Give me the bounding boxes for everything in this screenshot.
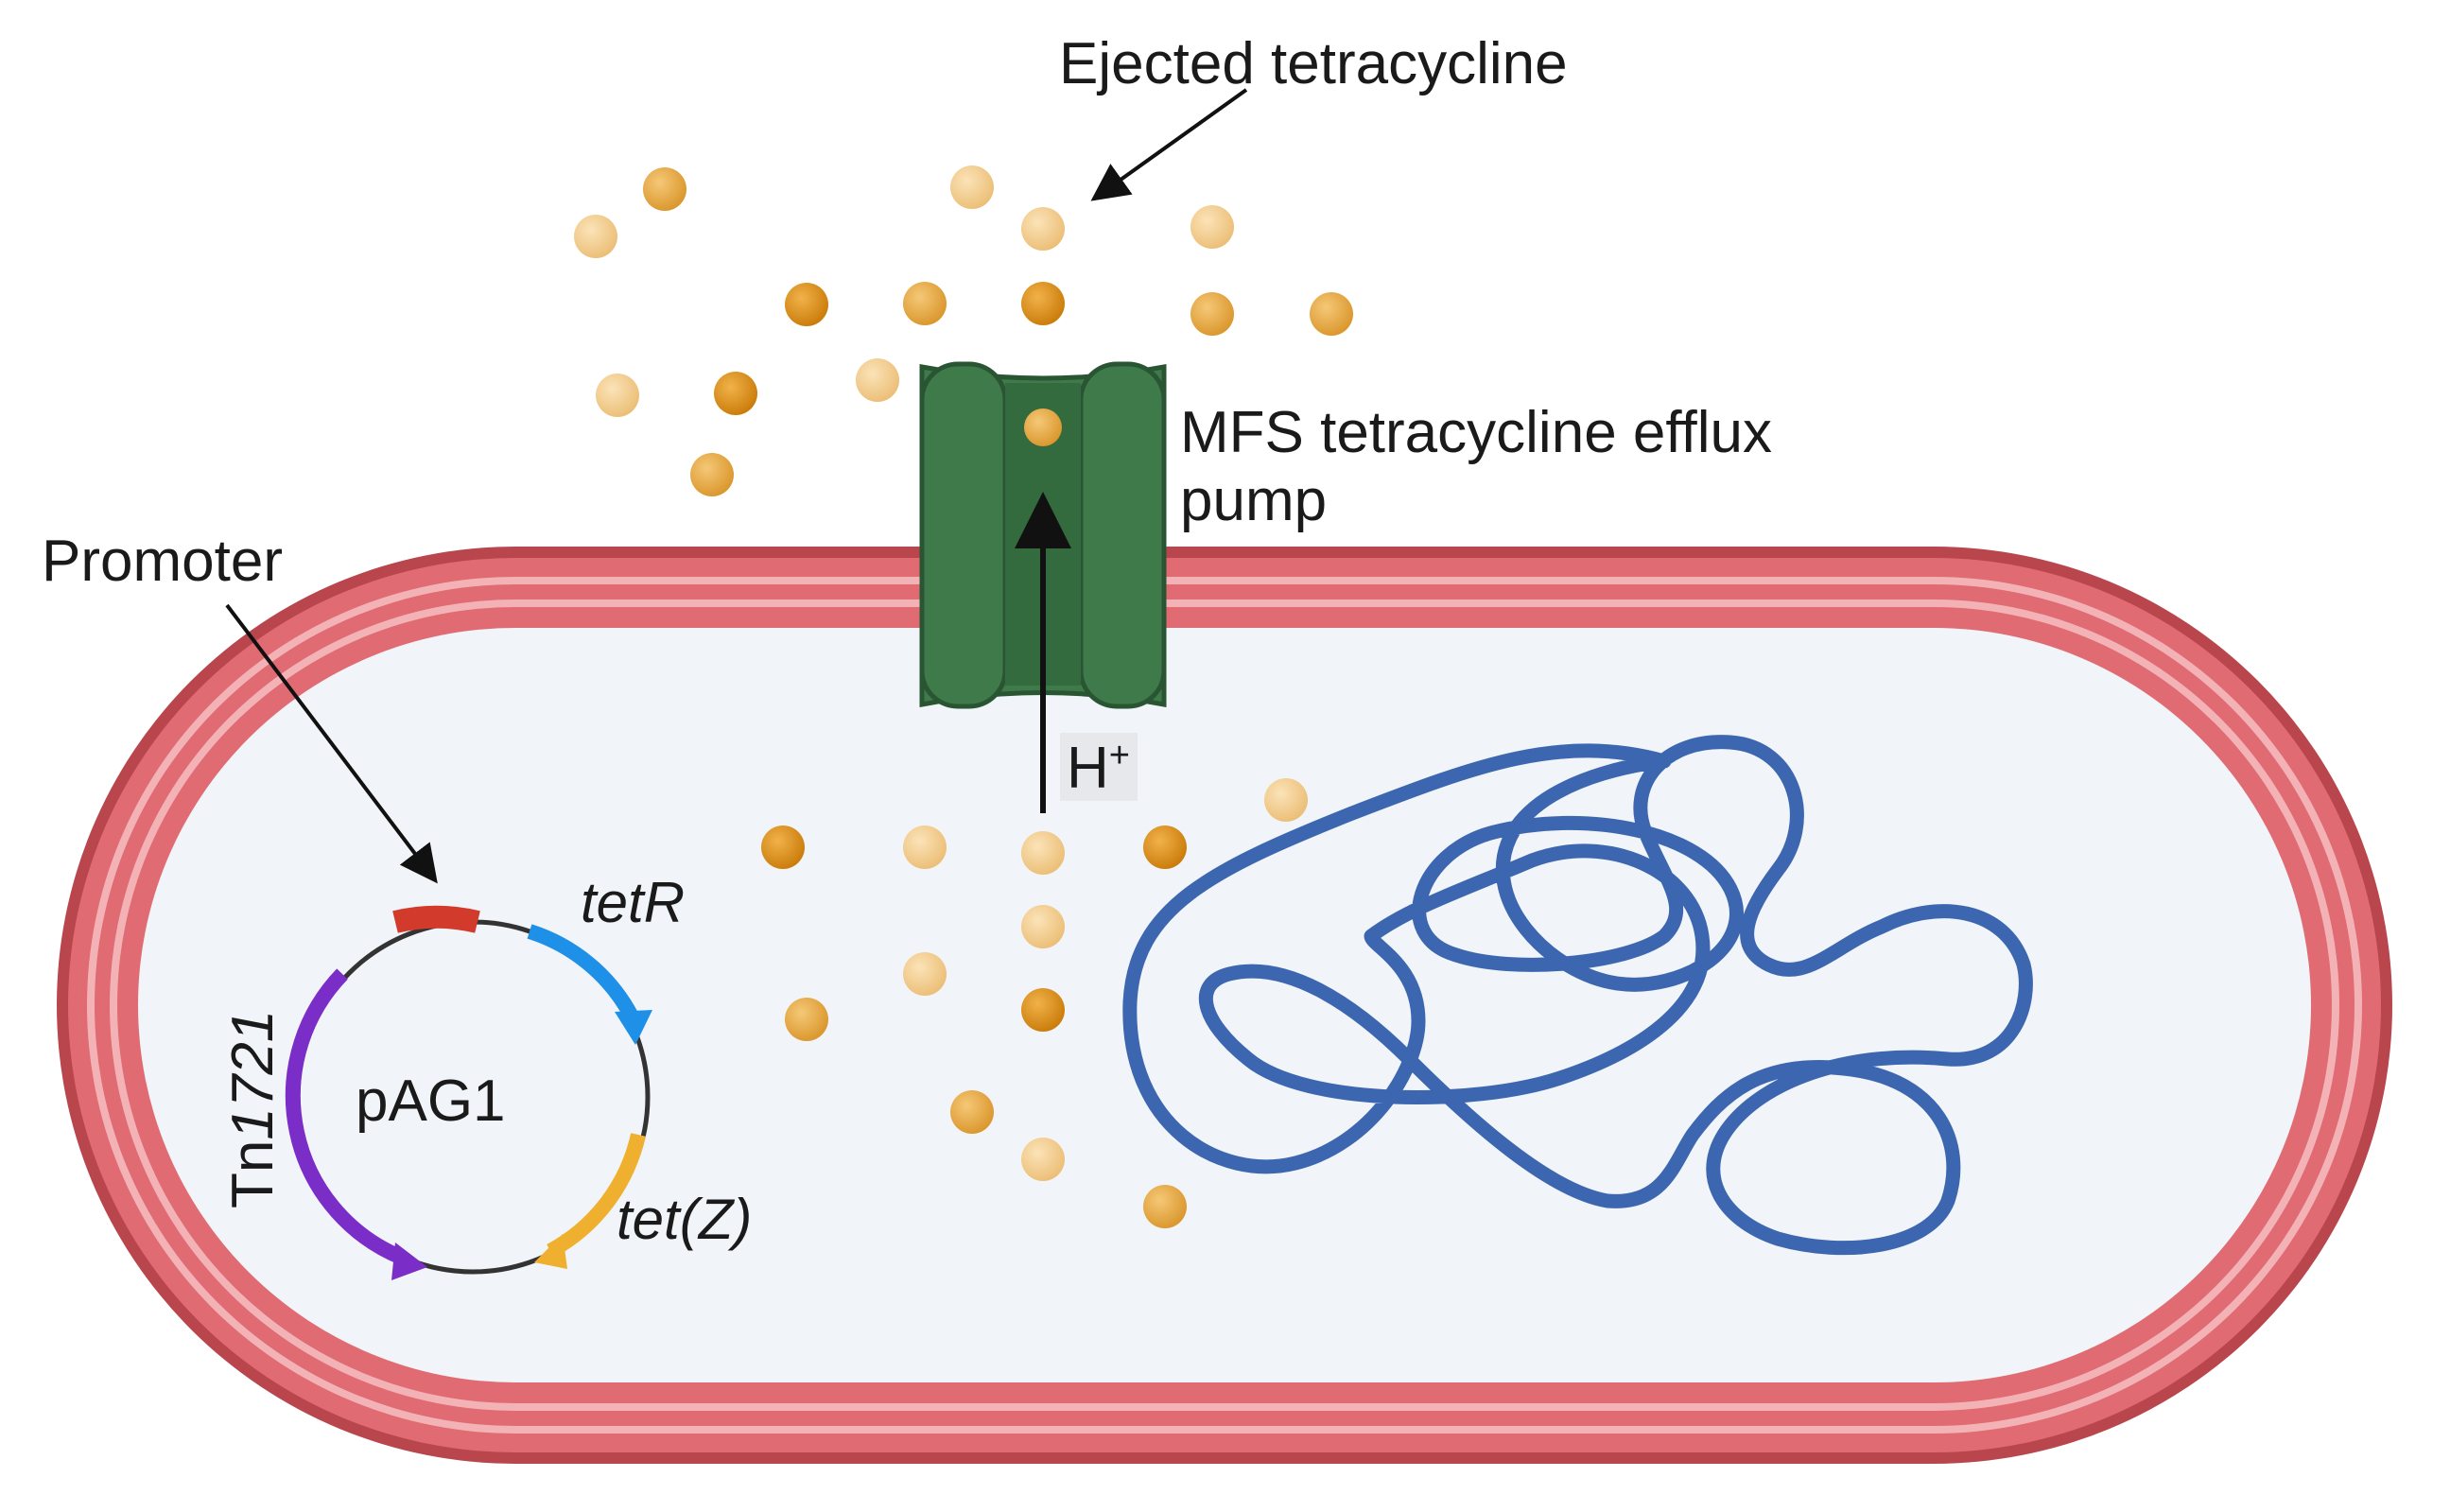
promoter-pointer-arrow xyxy=(225,603,438,884)
ejected-tetracycline-label: Ejected tetracycline xyxy=(1059,31,1568,96)
tetR-arrowhead xyxy=(615,1010,652,1045)
tetracycline-molecule xyxy=(1021,905,1065,948)
pump-right-subunit xyxy=(1078,361,1167,709)
proton-label: H+ xyxy=(1067,736,1130,801)
tetracycline-molecule xyxy=(1190,292,1234,336)
proton-label-box xyxy=(1060,733,1138,801)
cytoplasm xyxy=(138,628,2311,1382)
tetracycline-molecule xyxy=(1021,207,1065,251)
tetZ-gene xyxy=(547,1133,646,1259)
plasmid xyxy=(285,905,652,1280)
transposon-label: Tn1721 xyxy=(220,1010,286,1208)
pump-label-line2: pump xyxy=(1180,468,1327,533)
transposon-arrowhead xyxy=(391,1243,427,1280)
tetR-label: tetR xyxy=(581,871,685,934)
tetracycline-molecule xyxy=(1310,292,1353,336)
tetracycline-molecule xyxy=(785,283,828,326)
tetracycline-in-pump xyxy=(1024,408,1062,446)
ejected-pointer-arrow xyxy=(1090,88,1248,201)
tetracycline-molecule xyxy=(785,998,828,1041)
tetracycline-molecule xyxy=(690,453,734,496)
tetracycline-molecule xyxy=(761,826,805,869)
tetracycline-molecules xyxy=(574,165,1353,1228)
tetracycline-molecule xyxy=(950,165,994,209)
tetracycline-molecule xyxy=(950,1090,994,1134)
tetracycline-molecule xyxy=(856,358,899,402)
chromosome xyxy=(1122,735,2033,1256)
tetracycline-molecule xyxy=(903,282,947,325)
tetracycline-molecule xyxy=(1143,826,1187,869)
tetracycline-molecule xyxy=(1021,282,1065,325)
tetracycline-molecule xyxy=(1264,778,1308,822)
tetracycline-molecule xyxy=(903,826,947,869)
tetZ-label: tet(Z) xyxy=(617,1188,752,1251)
tetracycline-molecule xyxy=(714,372,757,415)
plasmid-name-label: pAG1 xyxy=(356,1069,506,1134)
cell-envelope xyxy=(57,547,2392,1464)
tetracycline-molecule xyxy=(596,374,639,417)
promoter-segment xyxy=(392,905,480,933)
tetracycline-molecule xyxy=(574,215,617,258)
tetracycline-molecule xyxy=(1021,988,1065,1032)
tetR-gene xyxy=(527,924,639,1020)
tetracycline-molecule xyxy=(903,952,947,996)
tetracycline-molecule xyxy=(1190,205,1234,249)
tetracycline-molecule xyxy=(1021,1138,1065,1181)
tetracycline-molecule xyxy=(643,167,686,211)
transposon-segment xyxy=(285,968,406,1265)
pump-left-subunit xyxy=(919,361,1008,709)
tetracycline-molecule xyxy=(1143,1185,1187,1228)
promoter-label: Promoter xyxy=(42,529,283,594)
tetZ-arrowhead xyxy=(534,1234,567,1269)
tetracycline-molecule xyxy=(1021,831,1065,875)
pump-label-line1: MFS tetracycline efflux xyxy=(1180,400,1772,465)
